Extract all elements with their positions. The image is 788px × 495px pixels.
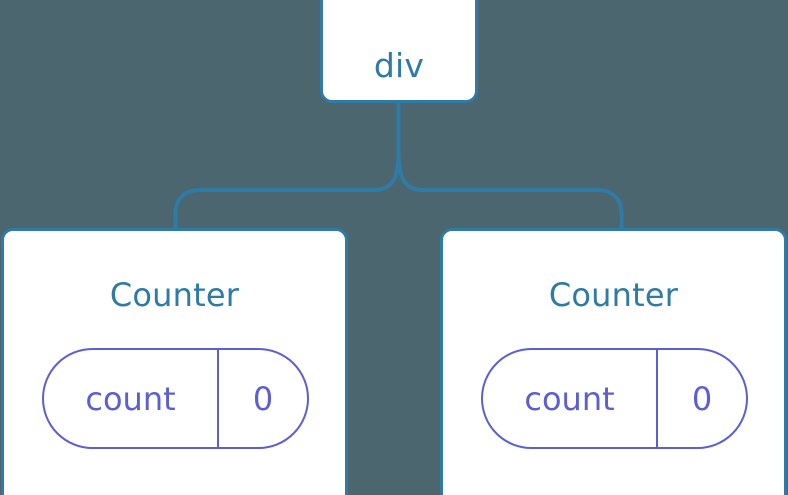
state-value-right-label: 0 [691,379,713,418]
node-counter-right-label: Counter [548,276,679,314]
state-key-right: count [483,350,658,447]
connector-branch-right [396,149,624,230]
node-counter-left[interactable]: Counter count 0 [1,228,348,495]
state-key-right-label: count [524,379,615,418]
node-div-label: div [373,46,425,85]
state-value-left-label: 0 [252,379,274,418]
state-value-left: 0 [219,350,307,447]
state-pill-left[interactable]: count 0 [42,348,309,449]
state-pill-right[interactable]: count 0 [481,348,748,449]
connector-branch-left [173,149,401,230]
node-counter-left-label: Counter [109,276,240,314]
state-value-right: 0 [658,350,746,447]
state-key-left-label: count [85,379,176,418]
node-div[interactable]: div [320,0,478,103]
node-counter-right[interactable]: Counter count 0 [440,228,787,495]
state-key-left: count [44,350,219,447]
